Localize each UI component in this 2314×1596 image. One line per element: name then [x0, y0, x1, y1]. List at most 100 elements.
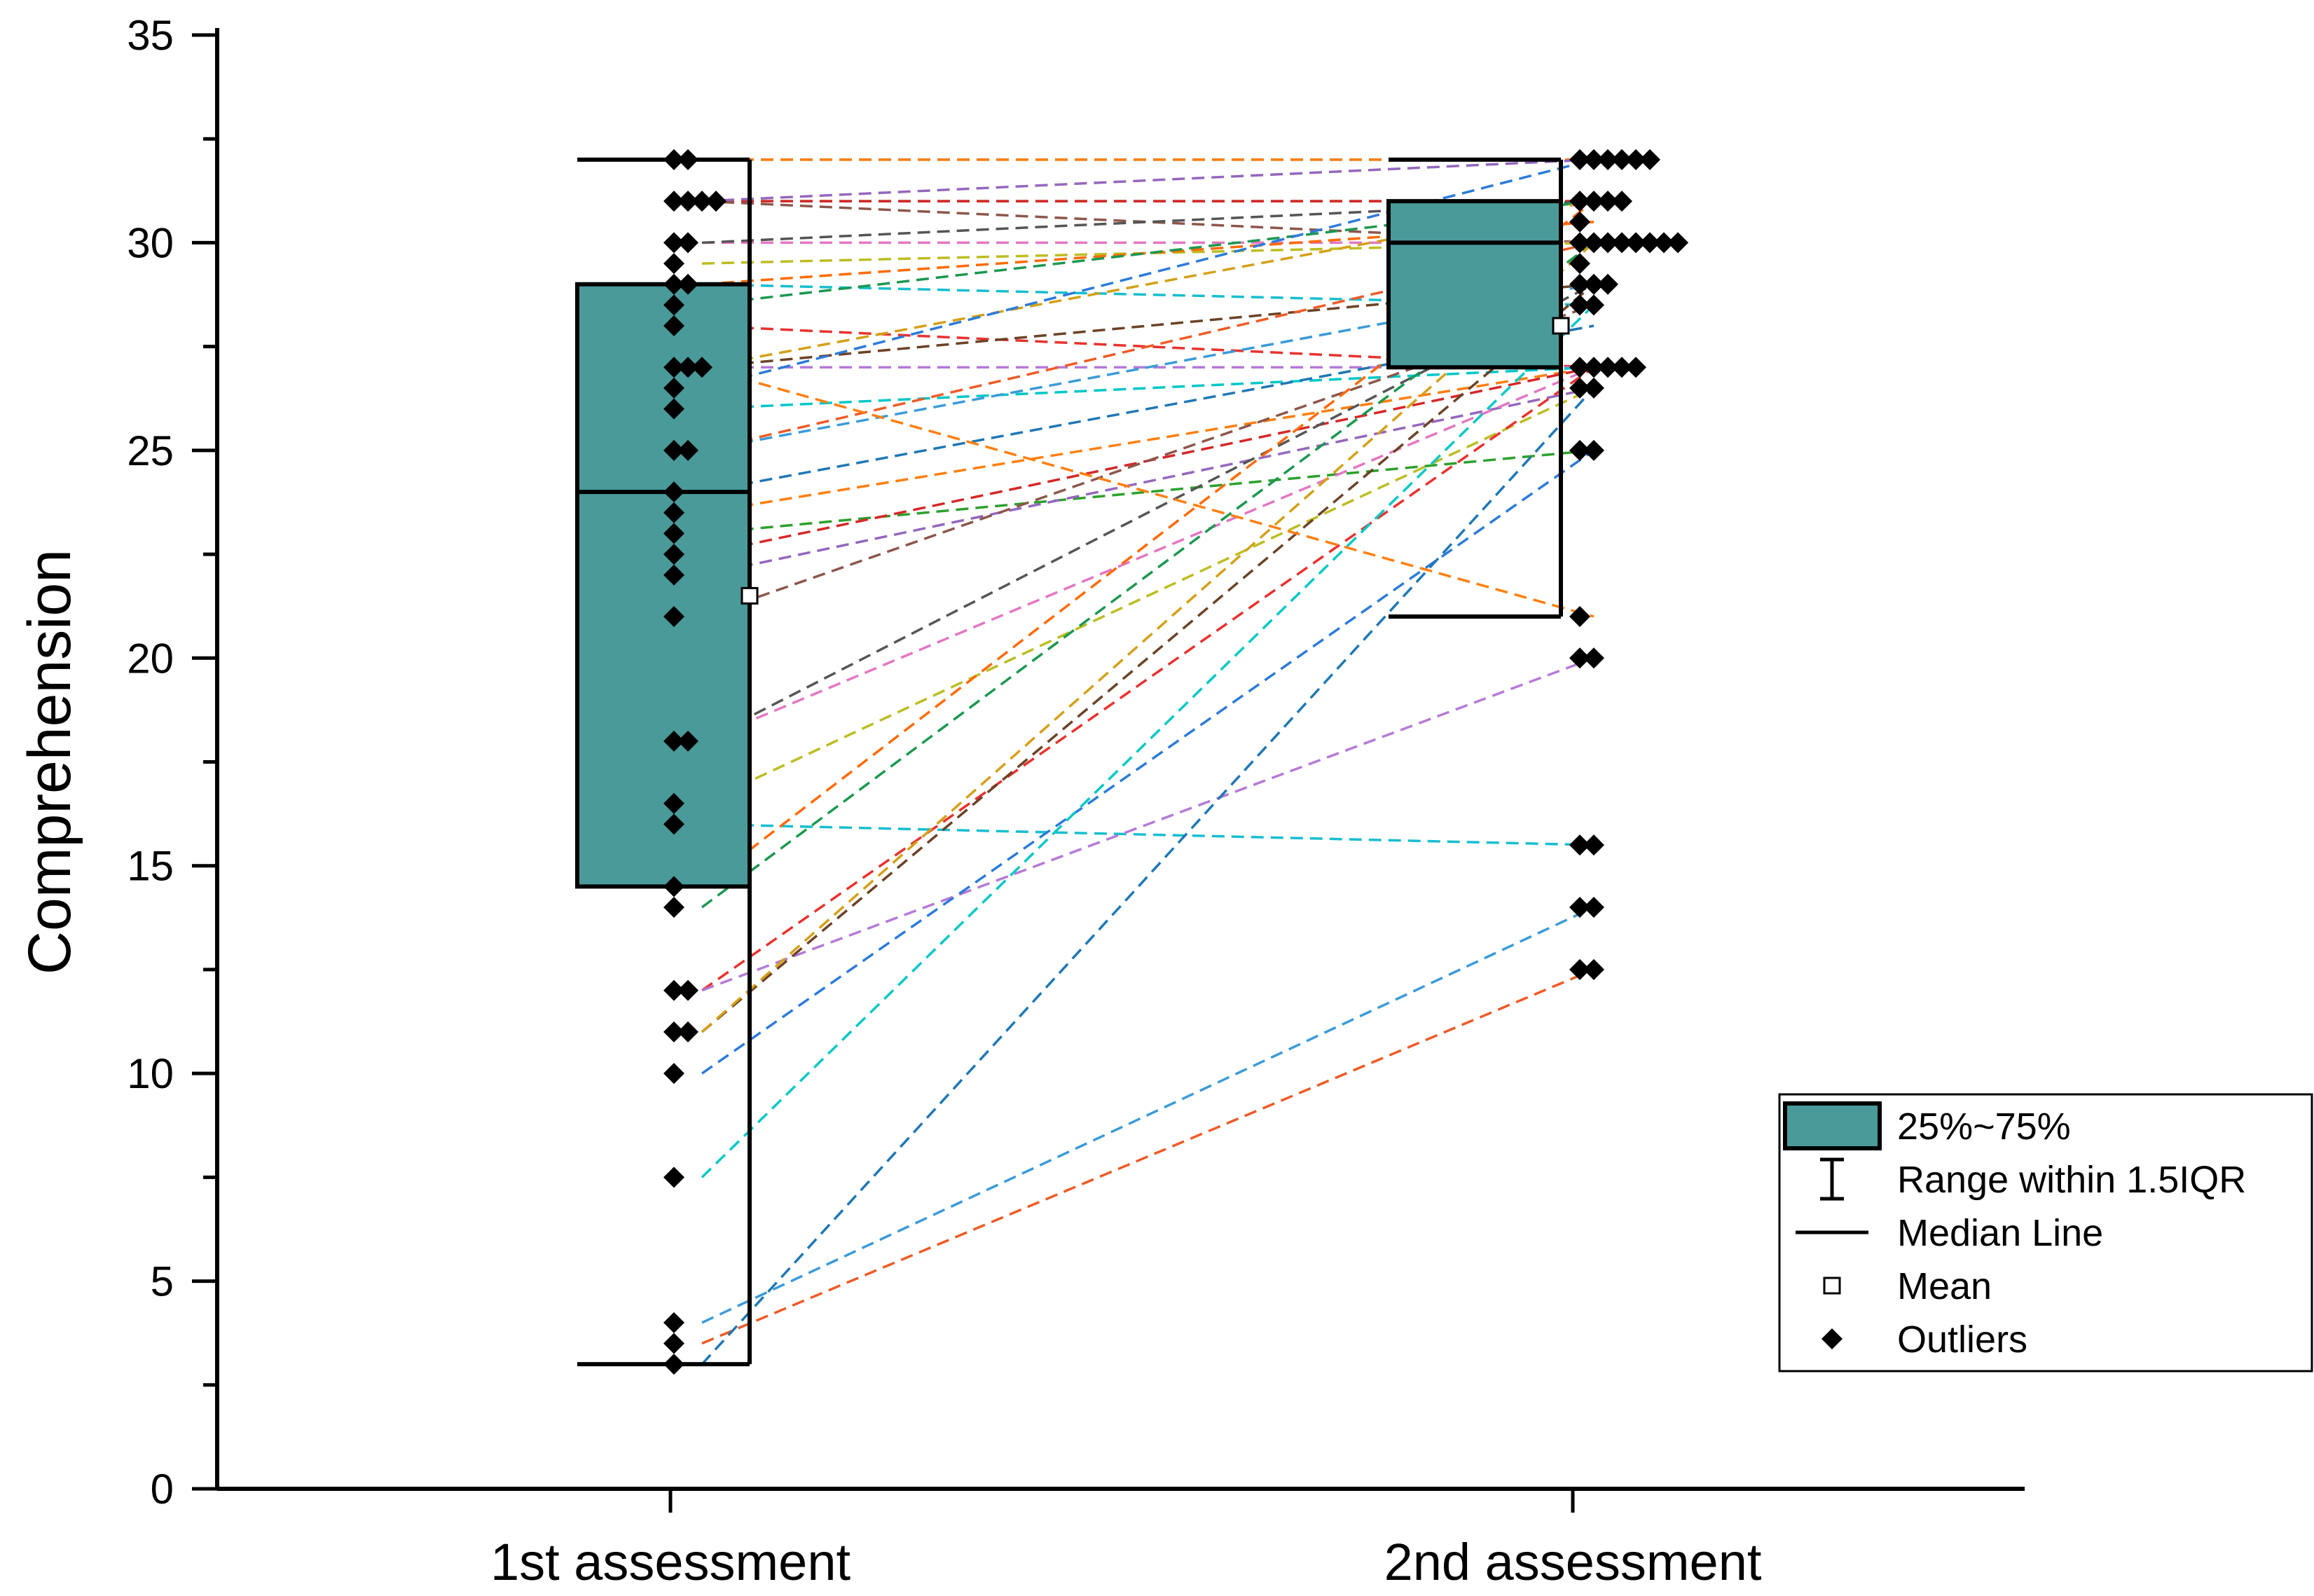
outlier-diamond	[677, 232, 698, 254]
outlier-diamond	[677, 149, 698, 170]
outlier-diamond	[1569, 647, 1590, 669]
outlier-diamond	[663, 1312, 684, 1333]
y-tick-label: 35	[127, 12, 174, 59]
legend-label: Range within 1.5IQR	[1897, 1159, 2246, 1201]
outlier-diamond	[663, 232, 684, 254]
outlier-diamond	[663, 481, 684, 503]
outlier-diamond	[1569, 273, 1590, 295]
legend-label: Mean	[1897, 1265, 1992, 1307]
paired-line	[701, 241, 1595, 452]
paired-line	[701, 242, 1595, 1033]
legend-diamond-icon	[1821, 1328, 1843, 1349]
outlier-diamond	[1569, 232, 1590, 254]
paired-line	[701, 656, 1595, 992]
paired-line	[701, 449, 1595, 1075]
outlier-diamond	[663, 191, 684, 212]
outlier-diamond	[1639, 149, 1660, 170]
outlier-diamond	[677, 979, 698, 1001]
y-tick-label: 15	[127, 843, 174, 890]
outlier-diamond	[1625, 232, 1646, 254]
outlier-diamond	[663, 149, 684, 170]
outlier-diamond	[663, 502, 684, 523]
outlier-diamond	[1569, 253, 1590, 275]
outlier-diamond	[663, 606, 684, 627]
outlier-diamond	[1569, 439, 1590, 461]
paired-line	[701, 387, 1595, 805]
outlier-diamond	[1597, 232, 1618, 254]
x-tick-label: 2nd assessment	[1384, 1533, 1762, 1591]
outlier-diamond	[1667, 232, 1688, 254]
outlier-diamond	[1583, 439, 1604, 461]
outlier-diamond	[1569, 834, 1590, 856]
outlier-diamond	[663, 876, 684, 897]
outlier-diamond	[663, 357, 684, 378]
outlier-diamond	[691, 357, 712, 378]
legend-mean-icon	[1823, 1277, 1841, 1295]
outlier-diamond	[1639, 232, 1660, 254]
outlier-diamond	[663, 1021, 684, 1043]
outlier-diamond	[663, 523, 684, 544]
outlier-diamond	[1569, 377, 1590, 399]
paired-line	[701, 200, 1595, 245]
paired-line	[701, 968, 1595, 1345]
outlier-diamond	[663, 979, 684, 1001]
paired-line	[701, 387, 1595, 1365]
outlier-diamond	[1569, 958, 1590, 980]
iqr-box	[1386, 199, 1563, 370]
outlier-diamond	[1597, 149, 1618, 170]
outlier-diamond	[677, 730, 698, 752]
mean-marker	[741, 586, 759, 605]
outlier-diamond	[663, 730, 684, 752]
outlier-diamond	[663, 315, 684, 336]
outlier-diamond	[663, 273, 684, 295]
outlier-diamond	[1611, 357, 1632, 378]
outlier-diamond	[1625, 357, 1646, 378]
outlier-diamond	[663, 813, 684, 835]
outlier-diamond	[663, 564, 684, 586]
outlier-diamond	[705, 191, 726, 212]
paired-line	[701, 823, 1595, 846]
outlier-diamond	[1583, 191, 1604, 212]
outlier-diamond	[663, 398, 684, 420]
paired-line	[701, 283, 1595, 1033]
outlier-diamond	[1597, 191, 1618, 212]
paired-line	[701, 241, 1595, 265]
legend-box-swatch	[1783, 1101, 1882, 1150]
data-points	[663, 149, 1688, 1375]
outlier-diamond	[1583, 897, 1604, 918]
outlier-diamond	[691, 191, 712, 212]
outlier-diamond	[1597, 273, 1618, 295]
mean-marker	[1552, 317, 1570, 335]
y-tick-label: 20	[127, 635, 174, 682]
outlier-diamond	[677, 357, 698, 378]
y-tick-label: 0	[151, 1466, 174, 1513]
paired-line	[701, 449, 1595, 535]
outlier-diamond	[663, 1167, 684, 1188]
y-tick-label: 30	[127, 219, 174, 266]
paired-line	[701, 366, 1595, 992]
outlier-diamond	[663, 897, 684, 918]
outlier-diamond	[1569, 606, 1590, 627]
legend-label: 25%~75%	[1897, 1106, 2071, 1148]
boxes	[575, 157, 1570, 1367]
outlier-diamond	[677, 191, 698, 212]
outlier-diamond	[663, 1354, 684, 1375]
paired-line	[701, 221, 1595, 286]
outlier-diamond	[1583, 232, 1604, 254]
outlier-diamond	[663, 294, 684, 316]
outlier-diamond	[1583, 834, 1604, 856]
paired-line	[701, 906, 1595, 1324]
outlier-diamond	[663, 253, 684, 275]
outlier-diamond	[1569, 211, 1590, 233]
outlier-diamond	[1597, 357, 1618, 378]
outlier-diamond	[663, 377, 684, 399]
outlier-diamond	[1569, 357, 1590, 378]
outlier-diamond	[677, 439, 698, 461]
paired-line	[701, 200, 1595, 245]
y-tick-label: 5	[151, 1258, 174, 1305]
paired-line	[701, 158, 1595, 390]
paired-line	[701, 366, 1595, 514]
outlier-diamond	[677, 1021, 698, 1043]
outlier-diamond	[1583, 357, 1604, 378]
